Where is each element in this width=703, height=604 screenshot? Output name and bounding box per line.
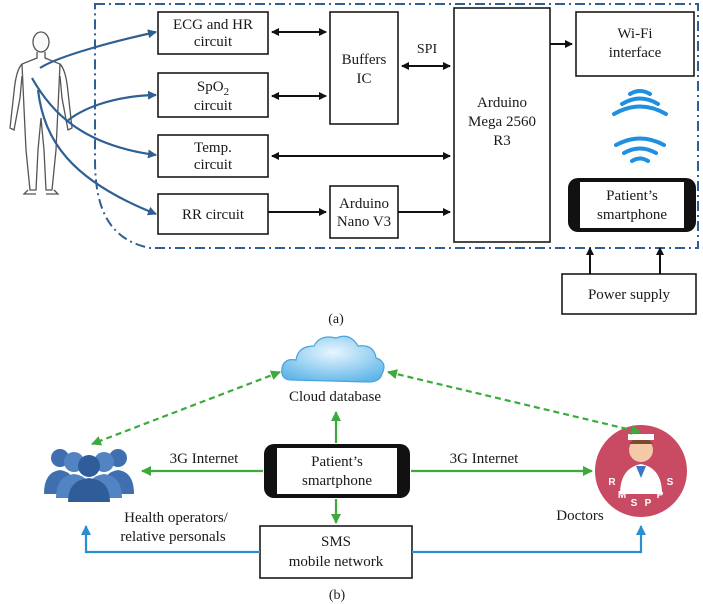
sensor-wire-spo2 <box>65 90 157 123</box>
rr-label: RR circuit <box>182 207 245 223</box>
spi-label: SPI <box>417 42 438 57</box>
ecg-label-line1: ECG and HR <box>173 17 253 33</box>
ecg-label-line2: circuit <box>194 34 233 50</box>
spo2-label-line2: circuit <box>194 98 233 114</box>
caption-a: (a) <box>328 312 344 327</box>
power-supply-box: Power supply <box>561 273 697 315</box>
mega-label-line2: Mega 2560 <box>468 114 536 130</box>
sms-to-operators <box>81 525 260 554</box>
doctor-badge-icon: R M S P P S <box>595 425 687 517</box>
mega-label-line3: R3 <box>493 133 511 149</box>
spo2-subscript: 2 <box>224 86 230 98</box>
wifi-label-line2: interface <box>609 45 662 61</box>
spo2-label-line1: SpO2 <box>197 79 229 98</box>
cloud-icon <box>281 335 385 383</box>
phone-b-label-line2: smartphone <box>302 473 372 489</box>
sensor-wire-rr <box>36 89 157 216</box>
sms-to-doctors <box>412 525 646 554</box>
badge-letter-s2: S <box>667 477 674 488</box>
system-boundary <box>94 3 699 249</box>
patient-smartphone-a: Patient’s smartphone <box>568 178 696 232</box>
badge-letter-p2: P <box>657 490 664 501</box>
phone-a-label-line2: smartphone <box>597 207 667 223</box>
arduino-mega-box: Arduino Mega 2560 R3 <box>453 7 551 243</box>
hardware-block-diagram: ECG and HR circuit SpO2 circuit Temp. ci… <box>9 3 699 327</box>
sms-network-box: SMS mobile network <box>259 525 413 579</box>
phone-a-label-line1: Patient’s <box>606 188 658 204</box>
buffers-ic-box: Buffers IC <box>329 11 399 125</box>
badge-letter-m: M <box>618 490 626 501</box>
nano-label-line2: Nano V3 <box>337 214 391 230</box>
operators-label-line2: relative personals <box>120 529 226 545</box>
wifi-label-line1: Wi-Fi <box>617 26 652 42</box>
temp-label-line2: circuit <box>194 157 233 173</box>
badge-letter-s: S <box>631 498 638 509</box>
ecg-hr-circuit-box: ECG and HR circuit <box>157 11 269 55</box>
mega-label-line1: Arduino <box>477 95 527 111</box>
sensor-wire-temp <box>31 77 157 159</box>
left-3g-label: 3G Internet <box>170 451 240 467</box>
dashed-cloud-doctors <box>387 369 641 435</box>
patient-smartphone-b: Patient’s smartphone <box>264 444 410 498</box>
sensor-wire-ecg <box>39 29 157 69</box>
phone-b-label-line1: Patient’s <box>311 454 363 470</box>
spo2-circuit-box: SpO2 circuit <box>157 72 269 118</box>
sms-label-line2: mobile network <box>289 554 384 570</box>
wifi-signal-icon <box>612 89 668 116</box>
sms-label-line1: SMS <box>321 534 351 550</box>
rr-circuit-box: RR circuit <box>157 193 269 235</box>
caption-b: (b) <box>329 588 346 603</box>
badge-letter-p1: P <box>645 498 652 509</box>
wifi-interface-box: Wi-Fi interface <box>575 11 695 77</box>
cloud-database-label: Cloud database <box>289 389 381 405</box>
temp-circuit-box: Temp. circuit <box>157 134 269 178</box>
badge-letter-r: R <box>608 477 616 488</box>
right-3g-label: 3G Internet <box>450 451 520 467</box>
power-supply-label: Power supply <box>588 287 671 303</box>
dashed-cloud-operators <box>91 370 281 446</box>
buffers-label-line1: Buffers <box>342 52 387 68</box>
operators-label-line1: Health operators/ <box>124 510 229 526</box>
buffers-label-line2: IC <box>357 71 372 87</box>
people-group-icon <box>44 449 134 502</box>
human-body-icon <box>9 31 73 195</box>
nano-label-line1: Arduino <box>339 196 389 212</box>
communication-diagram: Cloud database R M S P P <box>44 335 687 603</box>
arduino-nano-box: Arduino Nano V3 <box>329 185 399 239</box>
doctors-label: Doctors <box>556 508 604 524</box>
wifi-signal-icon <box>614 136 666 163</box>
spo2-main: SpO <box>197 79 224 95</box>
temp-label-line1: Temp. <box>194 140 232 156</box>
